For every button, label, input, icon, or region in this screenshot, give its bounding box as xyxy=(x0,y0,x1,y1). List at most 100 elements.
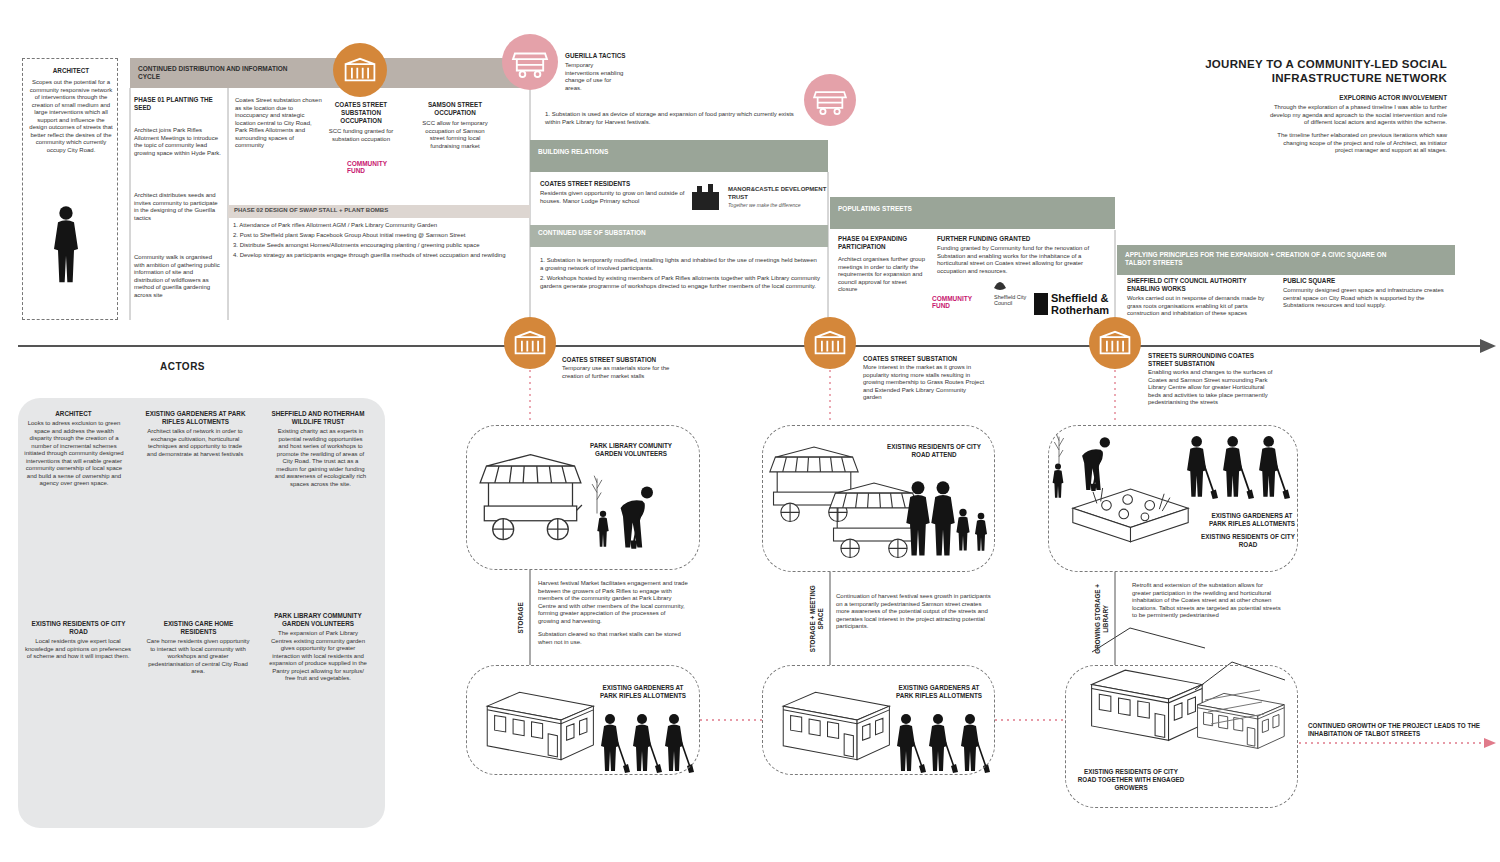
label-text: More interest in the market as it grows … xyxy=(863,364,985,402)
dashed-box: EXISTING GARDENERS AT PARK RIFLES ALLOTM… xyxy=(1048,425,1298,572)
connector-line xyxy=(1115,572,1116,665)
node-text: Looks to adress exclusion to green space… xyxy=(24,420,124,488)
connector-label: STORAGE xyxy=(517,577,525,657)
label-text: Architect organises further group meetin… xyxy=(838,256,926,294)
label-text: 1. Substation is temporarily modified, i… xyxy=(540,257,820,272)
label-text: Residents given opportunity to grow on l… xyxy=(540,190,690,205)
label-text: FURTHER FUNDING GRANTED xyxy=(937,235,1109,243)
label-text: Community designed green space and infra… xyxy=(1283,287,1448,310)
node-text: Care home residents given opportunity to… xyxy=(144,638,252,676)
node-heading: APPLYING PRINCIPLES FOR THE EXPANSION + … xyxy=(1125,251,1405,267)
node-text: Local residents give expert local knowle… xyxy=(24,638,132,661)
label-text: SHEFFIELD CITY COUNCIL AUTHORITY ENABLIN… xyxy=(1127,277,1277,293)
label-text: Funding granted by Community fund for th… xyxy=(937,245,1109,275)
label-text: SCC allow for temporary occupation of Sa… xyxy=(418,120,492,150)
label-text: Community walk is organised with ambitio… xyxy=(134,254,222,299)
node-text: PARK LIBRARY COMMUNITY GARDEN VOLUNTEERS xyxy=(268,612,368,628)
label-text: Temporary interventions enabling change … xyxy=(565,62,627,92)
dashed-box: ARCHITECT Scopes out the potential for a … xyxy=(22,58,118,320)
label-text: Architect joins Park Rifles Allotment Me… xyxy=(134,127,224,157)
node-heading: POPULATING STREETS xyxy=(838,205,958,213)
label-text: Architect distributes seeds and invites … xyxy=(134,192,222,222)
label-text: PUBLIC SQUARE xyxy=(1283,277,1448,285)
label-text: COATES STREET SUBSTATION xyxy=(562,356,682,364)
label-text: Continuation of harvest festival sees gr… xyxy=(836,593,996,631)
label-text: Harvest festival Market facilitates enga… xyxy=(538,580,688,625)
label-text: Substation cleared so that market stalls… xyxy=(538,631,688,646)
node-heading: ARCHITECT xyxy=(27,67,115,75)
label-text: The timeline further elaborated on previ… xyxy=(1265,132,1447,155)
dashed-box: EXISTING RESIDENTS OF CITY ROAD ATTEND xyxy=(762,425,995,572)
label-text: 2. Workshops hosted by existing members … xyxy=(540,275,820,290)
band: BUILDING RELATIONS xyxy=(530,140,828,172)
node-text: Architect talks of network in order to e… xyxy=(145,428,245,458)
band: APPLYING PRINCIPLES FOR THE EXPANSION + … xyxy=(1117,245,1455,275)
connector-line xyxy=(530,570,531,665)
node-heading: CONTINUED DISTRIBUTION AND INFORMATION C… xyxy=(138,65,308,81)
band: CONTINUED DISTRIBUTION AND INFORMATION C… xyxy=(130,58,530,88)
node-text: EXISTING RESIDENTS OF CITY ROAD xyxy=(1199,533,1297,549)
node-text: Existing charity act as experts in poten… xyxy=(273,428,368,488)
label-text: COMMUNITY FUND xyxy=(932,296,972,310)
node-text: The expansion of Park Library Centres ex… xyxy=(268,630,368,683)
node-heading: PHASE 02 DESIGN OF SWAP STALL + PLANT BO… xyxy=(234,207,524,215)
label-text: Sheffield & Rotherham xyxy=(1051,292,1113,316)
node-heading: EXISTING RESIDENTS OF CITY ROAD ATTEND xyxy=(885,443,983,459)
label-text: 2. Post to Sheffield plant Swap Facebook… xyxy=(233,232,528,240)
label-text: SAMSON STREET OCCUPATION xyxy=(418,101,492,117)
label-text: COATES STREET SUBSTATION OCCUPATION xyxy=(328,101,394,125)
stall-icon xyxy=(502,34,856,126)
dashed-box: PARK LIBRARY COMUNITY GARDEN VOLUNTEERS xyxy=(466,425,700,570)
band: PHASE 02 DESIGN OF SWAP STALL + PLANT BO… xyxy=(228,205,530,218)
connector-line xyxy=(995,719,1065,720)
node-heading: EXISTING RESIDENTS OF CITY ROAD TOGETHER… xyxy=(1076,768,1186,792)
label-text: Together we make the difference xyxy=(728,202,828,208)
connector-line xyxy=(700,719,762,720)
label-text: Sheffield City Council xyxy=(994,294,1030,306)
label-text: GUERILLA TACTICS xyxy=(565,52,627,60)
label-text: CONTINUED GROWTH OF THE PROJECT LEADS TO… xyxy=(1308,722,1488,738)
label-text: STREETS SURROUNDING COATES STREET SUBSTA… xyxy=(1148,352,1263,368)
node-heading: EXISTING GARDENERS AT PARK RIFLES ALLOTM… xyxy=(597,684,689,700)
node-text: EXISTING RESIDENTS OF CITY ROAD xyxy=(26,620,131,636)
node-heading: ACTORS xyxy=(160,361,250,374)
connector-label: STORAGE + MEETING SPACE xyxy=(809,578,825,658)
label-text: SCC funding granted for substation occup… xyxy=(328,128,394,143)
node-heading: EXISTING GARDENERS AT PARK RIFLES ALLOTM… xyxy=(1207,512,1297,528)
node-text: EXISTING GARDENERS AT PARK RIFLES ALLOTM… xyxy=(143,410,248,426)
label-text: COATES STREET RESIDENTS xyxy=(540,180,690,188)
dashed-box: EXISTING RESIDENTS OF CITY ROAD TOGETHER… xyxy=(1065,665,1298,808)
label-text: Retrofit and extension of the substation… xyxy=(1132,582,1282,620)
band: CONTINUED USE OF SUBSTATION xyxy=(530,225,828,247)
label-text: 1. Attendance of Park rifles Allotment A… xyxy=(233,222,528,230)
label-text: MANOR&CASTLE DEVELOPMENT TRUST xyxy=(728,186,828,201)
node-heading: CONTINUED USE OF SUBSTATION xyxy=(538,229,698,237)
label-text: PHASE 01 PLANTING THE SEED xyxy=(134,96,219,112)
label-text: Through the exploration of a phased time… xyxy=(1265,104,1447,127)
label-text: Works carried out in response of demands… xyxy=(1127,295,1277,318)
label-text: Temporary use as materials store for the… xyxy=(562,365,680,380)
node-text: ARCHITECT xyxy=(26,410,121,418)
substation-icon xyxy=(333,43,1141,369)
node-text: Scopes out the potential for a community… xyxy=(29,79,113,154)
node-text: EXISTING CARE HOME RESIDENTS xyxy=(146,620,251,636)
label-text: COMMUNITY FUND xyxy=(347,161,389,175)
band: POPULATING STREETS xyxy=(830,197,1115,229)
label-text: Enabling works and changes to the surfac… xyxy=(1148,369,1276,407)
connector-label: GROWING STORAGE + LIBRARY xyxy=(1094,578,1110,658)
dashed-box: EXISTING GARDENERS AT PARK RIFLES ALLOTM… xyxy=(762,665,995,775)
dashed-box: EXISTING GARDENERS AT PARK RIFLES ALLOTM… xyxy=(466,665,700,775)
node-heading: BUILDING RELATIONS xyxy=(538,148,658,156)
label-text: COATES STREET SUBSTATION xyxy=(863,355,983,363)
label-text: PHASE 04 EXPANDING PARTICIPATION xyxy=(838,235,926,251)
actors-panel: ACTORSARCHITECTLooks to adress exclusion… xyxy=(18,398,385,828)
connector-line xyxy=(830,572,831,665)
label-text: 1. Substation is used as device of stora… xyxy=(545,111,800,126)
node-text: SHEFFIELD AND ROTHERHAM WILDLIFE TRUST xyxy=(268,410,368,426)
label-text: Coates Street substation chosen as site … xyxy=(235,97,323,150)
label-text: 4. Develop strategy as participants enga… xyxy=(233,252,528,260)
label-text: 3. Distribute Seeds amongst Homes/Allotm… xyxy=(233,242,528,250)
node-heading: EXISTING GARDENERS AT PARK RIFLES ALLOTM… xyxy=(893,684,985,700)
node-heading: PARK LIBRARY COMUNITY GARDEN VOLUNTEERS xyxy=(589,442,673,458)
